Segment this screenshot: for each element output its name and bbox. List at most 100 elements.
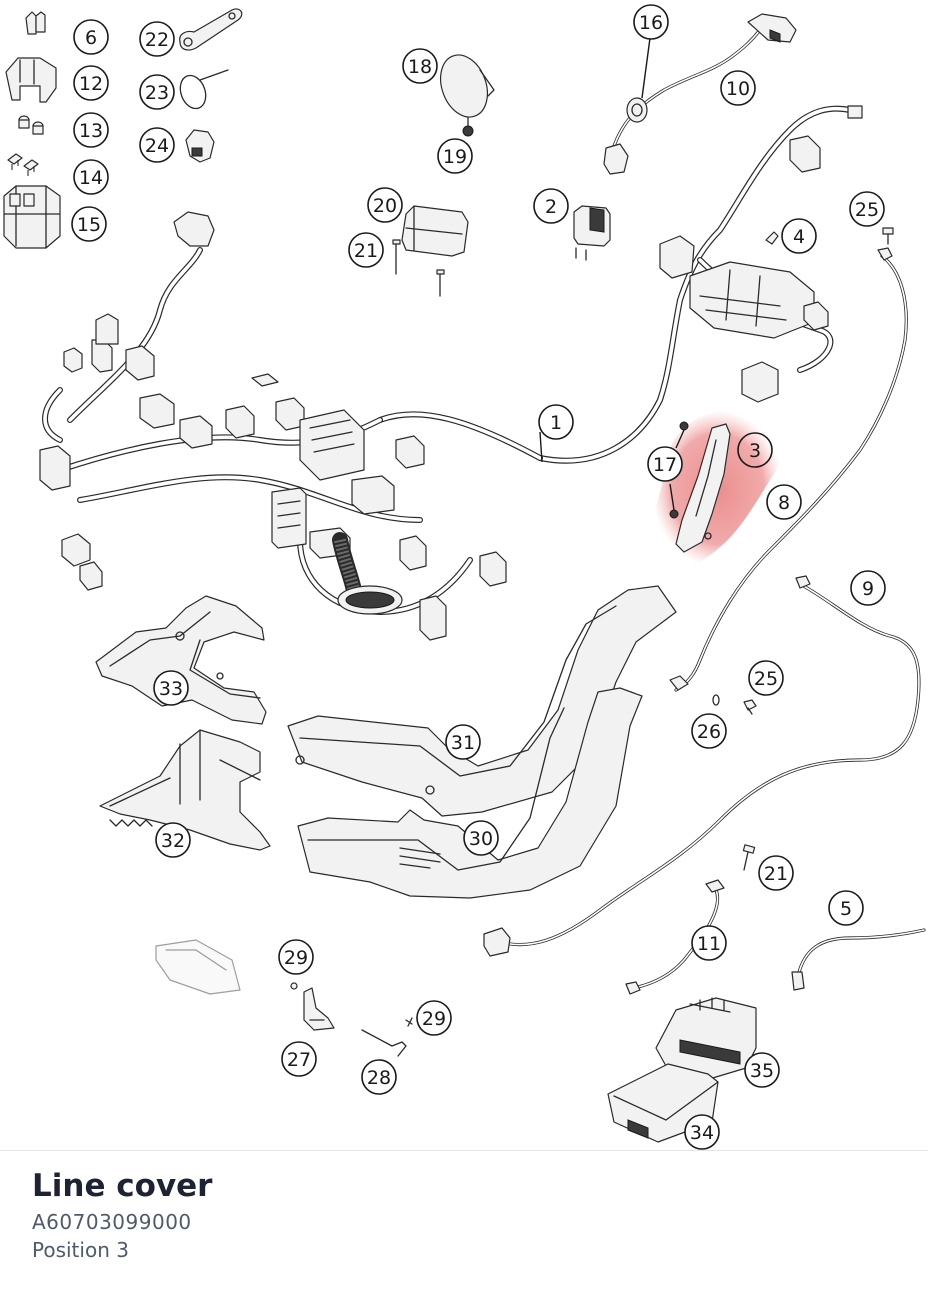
- callout-35[interactable]: 35: [744, 1052, 780, 1088]
- callout-6[interactable]: 6: [73, 19, 109, 55]
- callout-29[interactable]: 29: [278, 939, 314, 975]
- callout-23[interactable]: 23: [139, 74, 175, 110]
- part-28-clip[interactable]: [361, 1029, 407, 1057]
- part-12-bracket[interactable]: [5, 57, 57, 103]
- callout-label: 26: [697, 721, 721, 743]
- part-position: Position 3: [32, 1238, 129, 1262]
- callout-28[interactable]: 28: [361, 1059, 397, 1095]
- part-17-screws[interactable]: [669, 421, 689, 519]
- callout-18[interactable]: 18: [402, 48, 438, 84]
- callout-13[interactable]: 13: [73, 112, 109, 148]
- part-6-clip[interactable]: [25, 11, 46, 35]
- part-27-bracket[interactable]: [303, 987, 335, 1031]
- callout-ring: [633, 4, 669, 40]
- part-9-cable[interactable]: [483, 575, 921, 957]
- part-13-grommets[interactable]: [18, 115, 44, 135]
- part-1-front-cluster[interactable]: [659, 105, 863, 403]
- callout-16[interactable]: 16: [633, 4, 669, 40]
- callout-34[interactable]: 34: [684, 1114, 720, 1150]
- part-11-cable[interactable]: [625, 879, 725, 995]
- callout-8[interactable]: 8: [766, 484, 802, 520]
- callout-label: 8: [778, 492, 790, 514]
- callout-ring: [684, 1114, 720, 1150]
- callout-5[interactable]: 5: [828, 890, 864, 926]
- callout-14[interactable]: 14: [73, 159, 109, 195]
- part-1-main-harness[interactable]: [39, 105, 853, 641]
- part-16-grommet[interactable]: [626, 37, 651, 123]
- callout-ring: [278, 939, 314, 975]
- callout-label: 21: [764, 863, 788, 885]
- callout-ring: [849, 191, 885, 227]
- callout-15[interactable]: 15: [71, 206, 107, 242]
- callout-label: 17: [653, 454, 677, 476]
- part-22-bracket[interactable]: [179, 8, 243, 51]
- callout-ring: [828, 890, 864, 926]
- part-5-cable[interactable]: [791, 928, 926, 991]
- callout-label: 31: [451, 732, 475, 754]
- callout-label: 33: [159, 678, 183, 700]
- callout-ring: [691, 713, 727, 749]
- callout-21-2[interactable]: 21: [758, 855, 794, 891]
- callout-ring: [737, 432, 773, 468]
- callout-29-2[interactable]: 29: [416, 1000, 452, 1036]
- part-21-bolts-top[interactable]: [392, 239, 445, 297]
- callout-label: 15: [77, 214, 101, 236]
- part-2-relay[interactable]: [573, 205, 611, 261]
- callout-10[interactable]: 10: [720, 70, 756, 106]
- part-24-holder[interactable]: [185, 129, 215, 163]
- callout-33[interactable]: 33: [153, 670, 189, 706]
- callout-27[interactable]: 27: [281, 1041, 317, 1077]
- callout-17[interactable]: 17: [647, 446, 683, 482]
- callout-21[interactable]: 21: [348, 232, 384, 268]
- part-29-screws[interactable]: [290, 982, 413, 1027]
- callout-label: 18: [408, 56, 432, 78]
- callout-4[interactable]: 4: [781, 218, 817, 254]
- part-25-bolt-lower[interactable]: [743, 699, 757, 715]
- callout-9[interactable]: 9: [850, 570, 886, 606]
- callout-31[interactable]: 31: [445, 724, 481, 760]
- part-19-screw[interactable]: [462, 117, 474, 137]
- callout-label: 16: [639, 12, 663, 34]
- callout-25[interactable]: 25: [849, 191, 885, 227]
- part-3-line-cover[interactable]: [675, 423, 731, 553]
- callout-25-2[interactable]: 25: [748, 660, 784, 696]
- part-35-connector[interactable]: [655, 997, 757, 1081]
- callout-20[interactable]: 20: [367, 187, 403, 223]
- part-4-clip[interactable]: [765, 231, 779, 245]
- callout-26[interactable]: 26: [691, 713, 727, 749]
- callout-label: 3: [749, 440, 761, 462]
- part-14-fuses[interactable]: [7, 153, 39, 176]
- callout-11[interactable]: 11: [691, 925, 727, 961]
- callout-label: 13: [79, 120, 103, 142]
- part-18-horn[interactable]: [432, 48, 495, 123]
- callout-ring: [744, 1052, 780, 1088]
- callout-layer: 1234568910111213141516171819202121222324…: [71, 4, 886, 1150]
- part-21-bolt-lower[interactable]: [742, 844, 756, 871]
- part-15-fuse-box[interactable]: [3, 185, 61, 249]
- part-26-washer[interactable]: [712, 694, 720, 706]
- callout-1[interactable]: 1: [538, 404, 574, 440]
- callout-2[interactable]: 2: [533, 188, 569, 224]
- callout-label: 2: [545, 196, 557, 218]
- callout-12[interactable]: 12: [73, 65, 109, 101]
- callout-ring: [533, 188, 569, 224]
- part-23-cable-tie[interactable]: [176, 69, 229, 112]
- callout-label: 34: [690, 1122, 714, 1144]
- callout-label: 28: [367, 1067, 391, 1089]
- part-8-cable[interactable]: [669, 247, 908, 692]
- callout-label: 12: [79, 73, 103, 95]
- callout-32[interactable]: 32: [155, 822, 191, 858]
- callout-3[interactable]: 3: [737, 432, 773, 468]
- part-33-bracket[interactable]: [95, 595, 267, 725]
- part-30-cable-duct[interactable]: [297, 687, 643, 899]
- callout-30[interactable]: 30: [463, 820, 499, 856]
- callout-24[interactable]: 24: [139, 127, 175, 163]
- callout-19[interactable]: 19: [437, 138, 473, 174]
- callout-22[interactable]: 22: [139, 21, 175, 57]
- part-10-sensor-cable[interactable]: [603, 13, 797, 175]
- callout-ring: [73, 65, 109, 101]
- callout-label: 20: [373, 195, 397, 217]
- callout-label: 27: [287, 1049, 311, 1071]
- part-20-cover[interactable]: [401, 205, 469, 257]
- part-25-bolt-top[interactable]: [882, 227, 894, 245]
